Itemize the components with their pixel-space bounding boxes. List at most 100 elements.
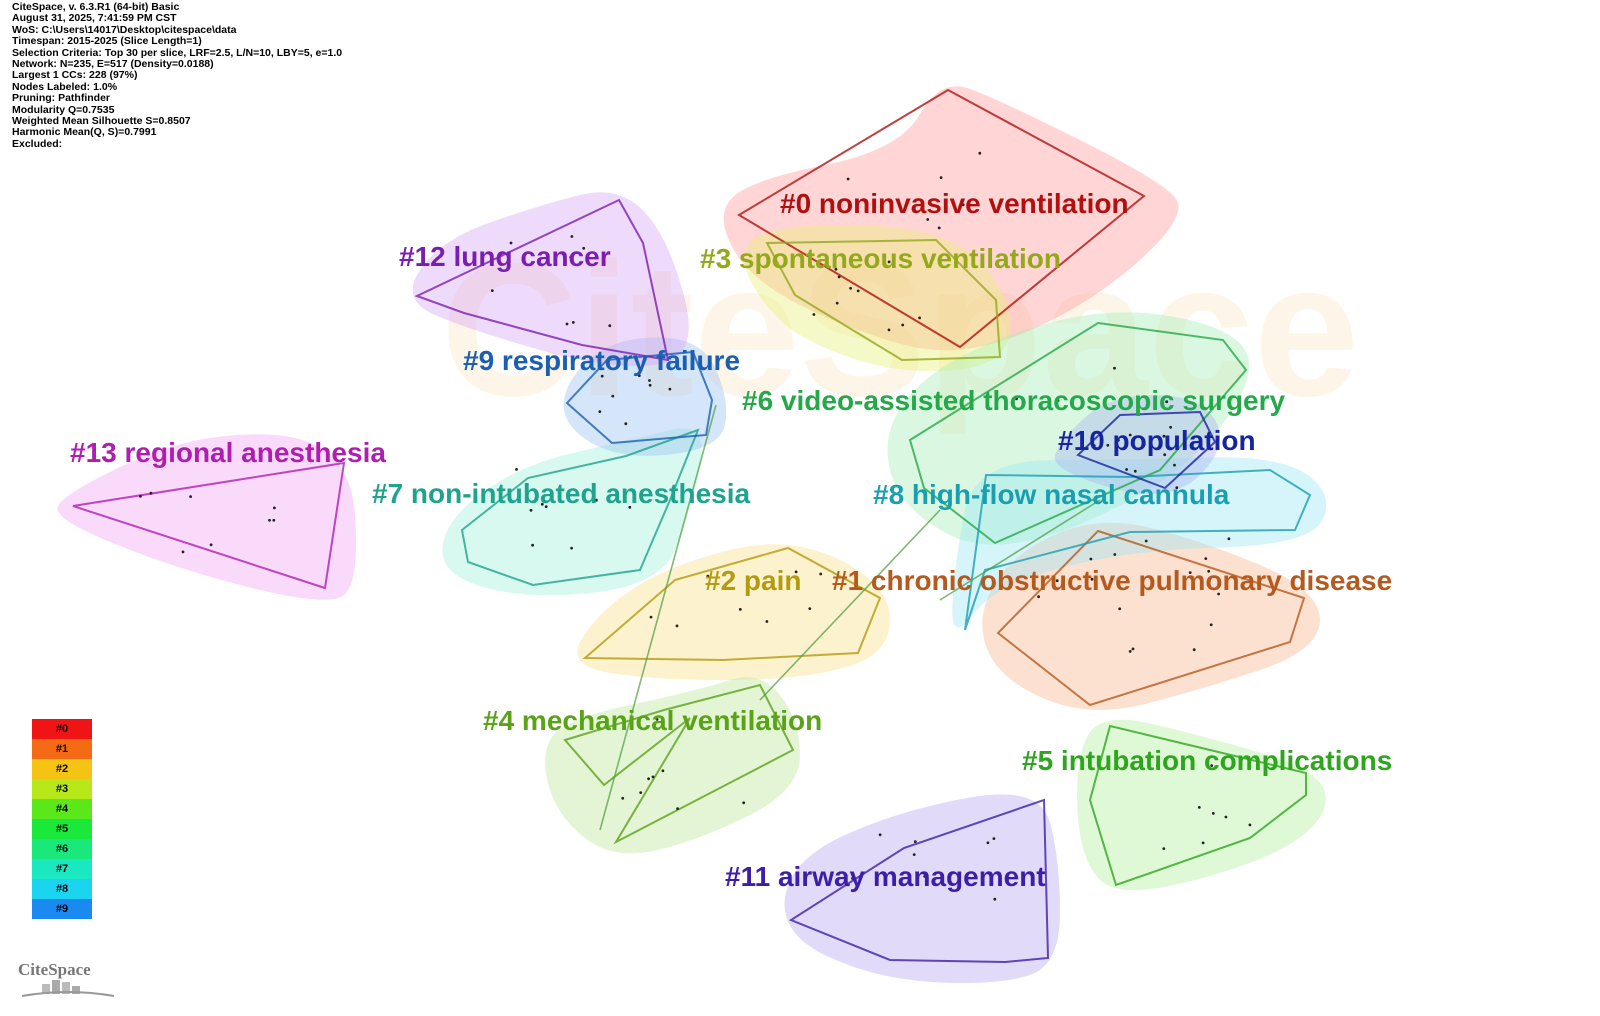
cluster-outlines xyxy=(72,88,1312,964)
cluster-label-4[interactable]: #4 mechanical ventilation xyxy=(483,705,822,736)
cluster-hull-11 xyxy=(784,794,1060,983)
network-node xyxy=(531,543,534,547)
network-node xyxy=(887,260,891,264)
network-node xyxy=(923,875,927,878)
network-node xyxy=(273,506,276,510)
network-node xyxy=(1037,595,1040,599)
cluster-label-2[interactable]: #2 pain xyxy=(705,565,801,596)
cluster-label-0[interactable]: #0 noninvasive ventilation xyxy=(780,188,1129,219)
network-node xyxy=(1188,571,1192,574)
network-node xyxy=(608,324,612,328)
cluster-label-9[interactable]: #9 respiratory failure xyxy=(463,345,740,376)
network-node xyxy=(901,323,905,327)
network-node xyxy=(1131,647,1135,651)
cluster-hull-7 xyxy=(442,428,702,596)
network-node xyxy=(812,313,816,316)
network-node xyxy=(529,508,533,512)
network-node xyxy=(992,837,996,840)
legend-swatch: #9 xyxy=(32,899,92,919)
cluster-label-10[interactable]: #10 population xyxy=(1058,425,1256,456)
network-node xyxy=(676,807,679,810)
cluster-label-13[interactable]: #13 regional anesthesia xyxy=(70,437,386,468)
network-node xyxy=(706,574,710,578)
network-node xyxy=(189,495,193,498)
network-node xyxy=(611,394,615,398)
network-node xyxy=(624,422,628,426)
cluster-label-1[interactable]: #1 chronic obstructive pulmonary disease xyxy=(832,565,1392,596)
network-node xyxy=(1125,468,1128,471)
cluster-label-7[interactable]: #7 non-intubated anesthesia xyxy=(372,478,750,509)
network-node xyxy=(595,498,598,502)
cluster-outline-7 xyxy=(460,428,700,587)
network-node xyxy=(139,494,142,498)
info-line: Pruning: Pathfinder xyxy=(12,92,110,105)
network-node xyxy=(565,322,569,326)
network-node xyxy=(490,289,494,292)
network-node xyxy=(878,833,882,837)
cluster-hulls xyxy=(57,86,1327,983)
network-node xyxy=(181,550,185,554)
cluster-outline-1 xyxy=(996,529,1306,707)
network-node xyxy=(851,877,854,880)
network-node xyxy=(621,796,625,800)
watermark: CiteSpace xyxy=(441,224,1360,436)
network-node xyxy=(1144,539,1148,543)
cluster-nodes xyxy=(139,151,1252,901)
network-node xyxy=(961,203,965,207)
network-node xyxy=(268,518,271,522)
legend-swatch: #8 xyxy=(32,879,92,899)
cluster-color-legend: #0#1#2#3#4#5#6#7#8#9 xyxy=(32,719,92,919)
network-node xyxy=(1175,486,1179,490)
network-node xyxy=(1092,444,1096,448)
network-node xyxy=(544,505,548,508)
cluster-label-12[interactable]: #12 lung cancer xyxy=(399,241,611,272)
cluster-hull-9 xyxy=(563,337,727,456)
cluster-label-6[interactable]: #6 video-assisted thoracoscopic surgery xyxy=(742,385,1286,416)
network-node xyxy=(794,570,798,574)
network-node xyxy=(1227,537,1231,541)
legend-swatch: #0 xyxy=(32,719,92,739)
network-node xyxy=(1201,841,1205,845)
network-node xyxy=(515,468,518,471)
network-node xyxy=(1173,463,1176,467)
info-line: Excluded: xyxy=(12,137,63,150)
network-node xyxy=(912,853,916,856)
network-node xyxy=(742,801,746,805)
network-node xyxy=(849,286,852,290)
network-node xyxy=(509,241,513,245)
cluster-hull-12 xyxy=(412,192,689,366)
cluster-outline-13 xyxy=(72,461,346,590)
info-line: Network: N=235, E=517 (Density=0.0188) xyxy=(12,58,214,71)
info-line: CiteSpace, v. 6.3.R1 (64-bit) Basic xyxy=(12,1,180,13)
logo-text: CiteSpace xyxy=(18,960,91,979)
cluster-label-8[interactable]: #8 high-flow nasal cannula xyxy=(873,479,1230,510)
cluster-outline-8 xyxy=(964,468,1312,631)
cluster-label-3[interactable]: #3 spontaneous ventilation xyxy=(700,243,1061,274)
network-node xyxy=(639,791,643,794)
citespace-logo: CiteSpace xyxy=(18,960,118,1008)
cluster-label-5[interactable]: #5 intubation complications xyxy=(1022,745,1392,776)
network-node xyxy=(582,246,586,250)
legend-swatch: #4 xyxy=(32,799,92,819)
cluster-outline-4 xyxy=(563,683,795,845)
cluster-outline-0 xyxy=(737,88,1146,349)
cluster-outline-10 xyxy=(1076,410,1217,490)
network-node xyxy=(986,841,990,845)
network-node xyxy=(1117,438,1120,442)
network-node xyxy=(628,505,632,509)
network-node xyxy=(649,615,653,619)
network-node xyxy=(1197,806,1201,809)
network-node xyxy=(1210,764,1214,767)
cluster-label-11[interactable]: #11 airway management xyxy=(725,861,1046,892)
network-node xyxy=(1128,433,1132,437)
logo-graphic xyxy=(21,980,115,997)
network-node xyxy=(1090,577,1094,581)
network-node xyxy=(651,775,655,779)
info-line: Harmonic Mean(Q, S)=0.7991 xyxy=(12,126,157,139)
network-node xyxy=(675,624,679,628)
cluster-hull-13 xyxy=(57,434,357,600)
network-node xyxy=(1204,557,1208,560)
cluster-hull-8 xyxy=(952,457,1327,628)
